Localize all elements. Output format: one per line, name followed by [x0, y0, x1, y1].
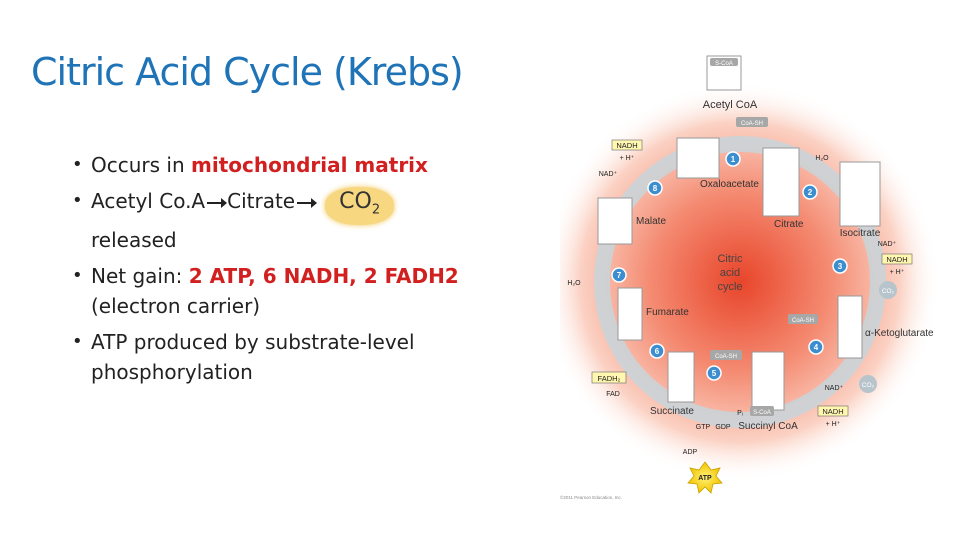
scoa-cap — [710, 58, 738, 66]
svg-text:8: 8 — [653, 184, 658, 193]
bullet-dot: • — [72, 265, 83, 287]
svg-text:4: 4 — [814, 343, 819, 352]
center-label: Citric — [717, 253, 743, 265]
bullet-dot: • — [72, 331, 83, 353]
svg-text:NAD⁺: NAD⁺ — [599, 171, 618, 178]
nadh-left-box — [611, 139, 643, 151]
bullet-highlight: mitochondrial matrix — [191, 153, 428, 177]
atp-burst-icon — [687, 461, 723, 494]
svg-text:ATP: ATP — [698, 475, 712, 482]
svg-text:FADH₂: FADH₂ — [598, 374, 621, 383]
acetyl-coa-text: Acetyl Co.A — [91, 189, 206, 213]
label-succinate: Succinate — [650, 406, 694, 417]
coash-tag — [710, 350, 742, 360]
center-label: cycle — [717, 281, 742, 293]
cycle-ring — [594, 136, 886, 428]
label-malate: Malate — [636, 216, 666, 227]
svg-text:H₂O: H₂O — [815, 155, 829, 162]
nadh-low-box — [817, 405, 849, 417]
nadh-right-box — [881, 253, 913, 265]
svg-text:GDP: GDP — [715, 424, 731, 431]
arrow-icon — [207, 197, 228, 208]
arrow-icon — [297, 197, 318, 208]
bullet-location: • Occurs in mitochondrial matrix — [72, 150, 492, 180]
svg-text:2: 2 — [808, 188, 813, 197]
coash-tag — [736, 117, 768, 127]
svg-text:CoA-SH: CoA-SH — [741, 121, 763, 127]
svg-text:NAD⁺: NAD⁺ — [878, 241, 897, 248]
copyright-text: ©2011 Pearson Education, Inc. — [560, 494, 622, 500]
fadh2-box — [591, 371, 627, 384]
slide-title: Citric Acid Cycle (Krebs) — [31, 50, 464, 94]
scoa-tag — [750, 406, 774, 416]
step-8-icon — [647, 180, 663, 196]
svg-text:S-CoA: S-CoA — [753, 410, 771, 416]
alpha-ketoglutarate-structure — [837, 295, 863, 359]
bullet-highlight: 2 ATP, 6 NADH, 2 FADH2 — [188, 264, 459, 289]
svg-text:ADP: ADP — [683, 449, 698, 456]
center-label: acid — [720, 267, 740, 279]
citrate-text: Citrate — [227, 189, 296, 213]
bullet-list: • Occurs in mitochondrial matrix • Acety… — [72, 150, 492, 393]
bullet-text: Net gain: — [91, 264, 189, 289]
label-succinyl-coa: Succinyl CoA — [738, 421, 798, 432]
svg-text:7: 7 — [617, 271, 622, 280]
svg-text:CoA-SH: CoA-SH — [792, 318, 814, 324]
svg-text:H₂O: H₂O — [567, 280, 581, 287]
citrate-structure — [762, 147, 800, 217]
svg-text:Pᵢ: Pᵢ — [737, 410, 743, 417]
svg-text:FAD: FAD — [606, 391, 620, 398]
svg-text:CoA-SH: CoA-SH — [715, 354, 737, 360]
svg-text:CO₂: CO₂ — [882, 288, 895, 295]
svg-text:NADH: NADH — [822, 407, 843, 416]
krebs-cycle-svg: S-CoA Acetyl CoA CoA-SH Oxaloacetate Cit… — [540, 55, 940, 500]
malate-structure — [597, 197, 633, 245]
svg-text:1: 1 — [731, 155, 736, 164]
step-4-icon — [808, 339, 824, 355]
step-5-icon — [706, 365, 722, 381]
step-7-icon — [611, 267, 627, 283]
co2-cloud: CO2 — [325, 187, 395, 226]
svg-text:+ H⁺: + H⁺ — [890, 269, 905, 276]
step-2-icon — [802, 184, 818, 200]
fumarate-structure — [617, 287, 643, 341]
label-alpha-ketoglutarate: α-Ketoglutarate — [865, 328, 934, 339]
svg-text:6: 6 — [655, 347, 660, 356]
svg-text:NADH: NADH — [616, 141, 637, 150]
bullet-acetyl: • Acetyl Co.A Citrate CO2 released — [72, 186, 492, 255]
svg-text:+ H⁺: + H⁺ — [826, 421, 841, 428]
svg-text:NAD⁺: NAD⁺ — [825, 385, 844, 392]
bullet-net-gain: • Net gain: 2 ATP, 6 NADH, 2 FADH2 (elec… — [72, 261, 492, 321]
label-acetyl-coa: Acetyl CoA — [703, 99, 758, 111]
svg-text:+ H⁺: + H⁺ — [620, 155, 635, 162]
bullet-atp: • ATP produced by substrate-level phosph… — [72, 327, 492, 387]
svg-text:3: 3 — [838, 262, 843, 271]
label-fumarate: Fumarate — [646, 307, 689, 318]
co2-bubble-icon — [879, 281, 897, 299]
bullet-text: (electron carrier) — [91, 294, 261, 319]
bullet-text: ATP produced by substrate-level phosphor… — [91, 330, 415, 385]
released-text: released — [91, 228, 177, 253]
isocitrate-structure — [839, 161, 881, 227]
label-oxaloacetate: Oxaloacetate — [700, 179, 759, 190]
label-isocitrate: Isocitrate — [840, 228, 881, 239]
svg-text:S-CoA: S-CoA — [715, 61, 733, 67]
step-3-icon — [832, 258, 848, 274]
oxaloacetate-structure — [676, 137, 720, 179]
label-citrate: Citrate — [774, 219, 804, 230]
coash-tag — [788, 314, 818, 324]
svg-text:NADH: NADH — [886, 255, 907, 264]
bullet-dot: • — [72, 154, 83, 175]
succinate-structure — [667, 351, 695, 403]
succinyl-coa-structure — [751, 351, 785, 411]
svg-text:GTP: GTP — [696, 424, 711, 431]
bullet-dot: • — [72, 190, 83, 211]
step-1-icon — [725, 151, 741, 167]
svg-text:CO₂: CO₂ — [862, 382, 875, 389]
svg-text:5: 5 — [712, 369, 717, 378]
step-6-icon — [649, 343, 665, 359]
bullet-text: Occurs in — [91, 153, 191, 177]
co2-bubble-icon — [859, 375, 877, 393]
krebs-cycle-diagram: S-CoA Acetyl CoA CoA-SH Oxaloacetate Cit… — [540, 52, 950, 517]
